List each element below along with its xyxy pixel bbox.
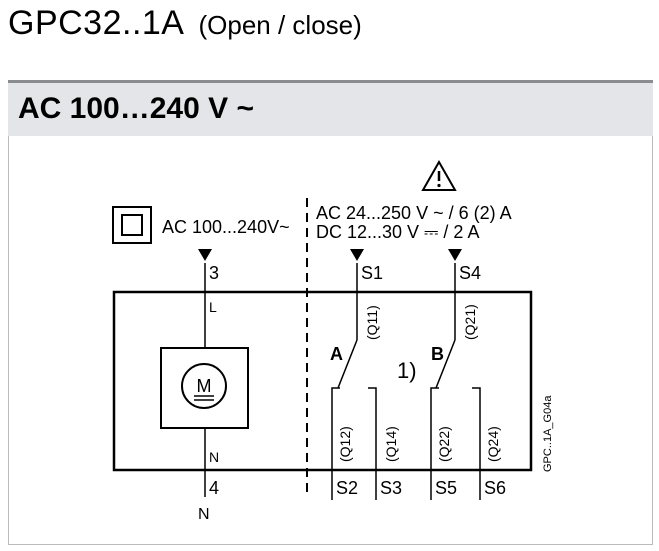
terminal-s1-label: S1 — [361, 263, 383, 283]
auxiliary-switch-b — [430, 263, 481, 500]
page-title: GPC32..1A (Open / close) — [8, 4, 362, 52]
terminal-s6-label: S6 — [484, 478, 506, 498]
model-name: GPC32..1A — [8, 4, 185, 42]
terminal-n-inner-label: N — [209, 449, 219, 465]
terminal-s1-marker — [350, 249, 364, 261]
switch-b-label: B — [431, 344, 444, 364]
double-insulation-icon — [112, 206, 152, 244]
actuator-housing — [112, 290, 533, 472]
figure-code: GPC..1A_G04a — [542, 395, 554, 472]
auxiliary-switch-a — [331, 263, 377, 500]
contact-q14-label: (Q14) — [383, 426, 399, 462]
contact-rating-dc: DC 12...30 V ⎓ / 2 A — [316, 222, 479, 242]
supply-label: AC 100...240V~ — [162, 217, 290, 237]
contact-q24-label: (Q24) — [485, 426, 501, 462]
contact-rating-ac: AC 24...250 V ~ / 6 (2) A — [316, 203, 512, 223]
terminal-s4-label: S4 — [459, 263, 481, 283]
operation-mode: (Open / close) — [198, 10, 362, 40]
supply-voltage-label: AC 100…240 V ~ — [18, 92, 254, 125]
warning-triangle-icon — [421, 159, 457, 191]
terminal-s5-label: S5 — [435, 478, 457, 498]
contact-q22-label: (Q22) — [436, 426, 452, 462]
wiring-diagram-panel — [8, 136, 653, 545]
terminal-l-label: L — [209, 299, 217, 315]
footnote-marker: 1) — [397, 358, 417, 383]
terminal-s3-label: S3 — [380, 478, 402, 498]
terminal-4-label: 4 — [209, 478, 219, 498]
contact-q21-label: (Q21) — [462, 304, 478, 340]
terminal-s4-marker — [448, 249, 462, 261]
terminal-s2-label: S2 — [336, 478, 358, 498]
motor-label: M — [197, 376, 212, 396]
terminal-n-outer-label: N — [198, 506, 210, 523]
terminal-3-marker — [198, 249, 212, 261]
switch-a-label: A — [330, 344, 343, 364]
motor-icon: M — [160, 347, 249, 429]
supply-voltage-header: AC 100…240 V ~ — [8, 80, 653, 136]
contact-q11-label: (Q11) — [364, 305, 380, 340]
terminal-3-label: 3 — [209, 263, 219, 283]
contact-q12-label: (Q12) — [337, 426, 353, 462]
